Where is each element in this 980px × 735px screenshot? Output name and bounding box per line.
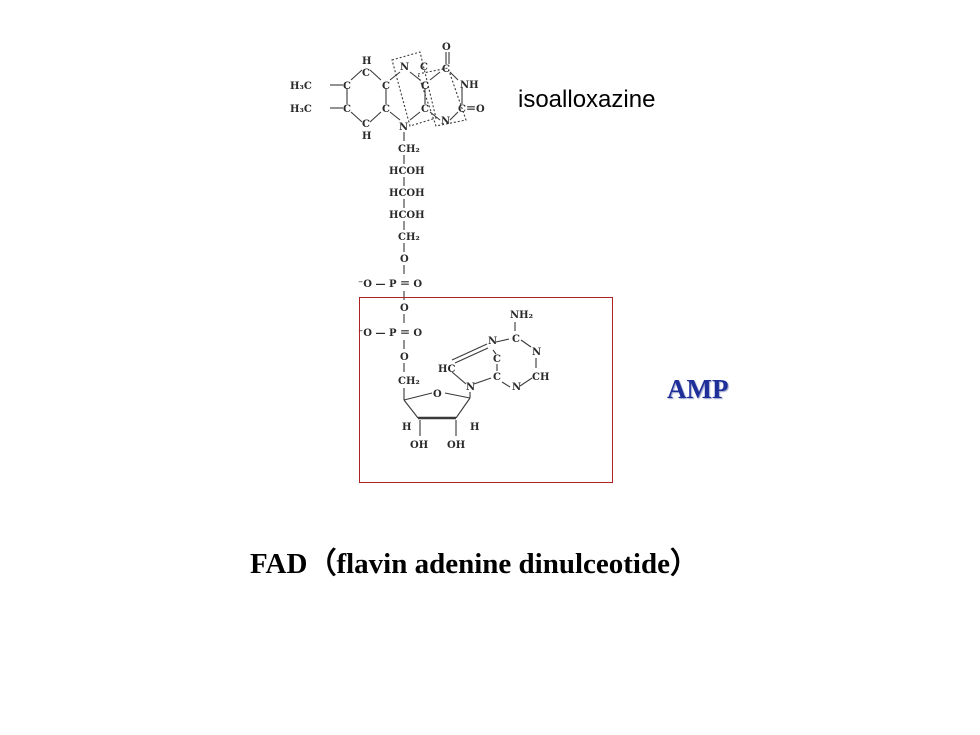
atom-label: NH bbox=[460, 80, 479, 91]
bond bbox=[492, 349, 497, 355]
reactive-site-outline bbox=[417, 67, 467, 127]
atom-label: ⁻O — P ＝ O bbox=[358, 328, 422, 339]
atom-label: O bbox=[400, 352, 409, 363]
bond bbox=[451, 343, 488, 361]
atom-label: OH bbox=[447, 440, 465, 451]
bond bbox=[409, 71, 421, 81]
atom-label: C bbox=[512, 334, 520, 345]
bond bbox=[473, 377, 492, 385]
atom-label: N bbox=[400, 62, 409, 73]
bond bbox=[403, 392, 433, 401]
amp-label: AMP bbox=[667, 374, 729, 404]
atom-label: C bbox=[421, 81, 429, 92]
bond bbox=[369, 111, 382, 123]
atom-label: O bbox=[433, 389, 442, 400]
fad-caption: FAD（flavin adenine dinulceotide） bbox=[250, 548, 699, 580]
bond bbox=[409, 111, 421, 121]
bond bbox=[350, 69, 363, 81]
atom-label: CH₂ bbox=[398, 144, 420, 155]
atom-label: H bbox=[402, 422, 411, 433]
atom-label: CH bbox=[532, 372, 549, 383]
atom-label: CH₂ bbox=[398, 376, 420, 387]
bond bbox=[444, 392, 471, 399]
atom-label: C bbox=[493, 354, 501, 365]
atom-label: HCOH bbox=[389, 188, 425, 199]
bond bbox=[520, 339, 532, 348]
atom-label: N bbox=[399, 122, 408, 133]
adenine-ring: NH₂ C N N CH N C C HC N bbox=[438, 310, 549, 393]
isoalloxazine-label: isoalloxazine bbox=[518, 86, 656, 113]
bond bbox=[369, 69, 382, 81]
atom-label: O bbox=[442, 42, 451, 53]
bond bbox=[350, 111, 363, 123]
bond bbox=[389, 71, 401, 81]
atom-label: H₃C bbox=[290, 104, 312, 115]
atom-label: C bbox=[420, 62, 428, 73]
atom-label: C bbox=[421, 104, 429, 115]
atom-label: H₃C bbox=[290, 81, 312, 92]
atom-label: H bbox=[470, 422, 479, 433]
bond bbox=[429, 71, 441, 81]
bond bbox=[449, 71, 459, 81]
bond bbox=[501, 381, 511, 388]
bond bbox=[451, 371, 467, 385]
isoalloxazine-ring: H C N C C O NH H₃C H₃C C C C C C C C H N… bbox=[290, 42, 485, 142]
bond bbox=[519, 377, 533, 387]
atom-label: O bbox=[400, 303, 409, 314]
atom-label: N bbox=[512, 382, 521, 393]
atom-label: C bbox=[493, 372, 501, 383]
atom-label: H bbox=[362, 56, 371, 67]
atom-label: C bbox=[382, 104, 390, 115]
atom-label: HC bbox=[438, 364, 455, 375]
atom-label: C bbox=[343, 81, 351, 92]
atom-label: NH₂ bbox=[510, 310, 533, 321]
amp-highlight-box bbox=[359, 297, 613, 483]
atom-label: HCOH bbox=[389, 210, 425, 221]
ribose-ring: O H H OH OH bbox=[402, 388, 479, 451]
atom-label: HCOH bbox=[389, 166, 425, 177]
bond bbox=[454, 347, 489, 364]
atom-label: N bbox=[532, 347, 541, 358]
bond bbox=[455, 397, 471, 419]
atom-label: OH bbox=[410, 440, 428, 451]
bond bbox=[495, 338, 510, 343]
atom-label: O bbox=[400, 254, 409, 265]
atom-label: C bbox=[362, 68, 370, 79]
reactive-site-outline bbox=[391, 51, 437, 127]
atom-label: N bbox=[488, 336, 497, 347]
atom-label: C＝O bbox=[458, 104, 485, 115]
atom-label: ⁻O — P ＝ O bbox=[358, 279, 422, 290]
atom-label: C bbox=[343, 104, 351, 115]
bond bbox=[403, 399, 419, 419]
atom-label: C bbox=[382, 81, 390, 92]
atom-label: N bbox=[441, 116, 450, 127]
ribityl-phosphate-chain: CH₂ HCOH HCOH HCOH CH₂ O ⁻O — P ＝ O O ⁻O… bbox=[358, 132, 425, 387]
atom-label: N bbox=[466, 382, 475, 393]
atom-label: CH₂ bbox=[398, 232, 420, 243]
atom-label: C bbox=[442, 64, 450, 75]
bond bbox=[389, 111, 401, 121]
atom-label: C bbox=[362, 119, 370, 130]
atom-label: H bbox=[362, 131, 371, 142]
bond bbox=[449, 111, 459, 121]
